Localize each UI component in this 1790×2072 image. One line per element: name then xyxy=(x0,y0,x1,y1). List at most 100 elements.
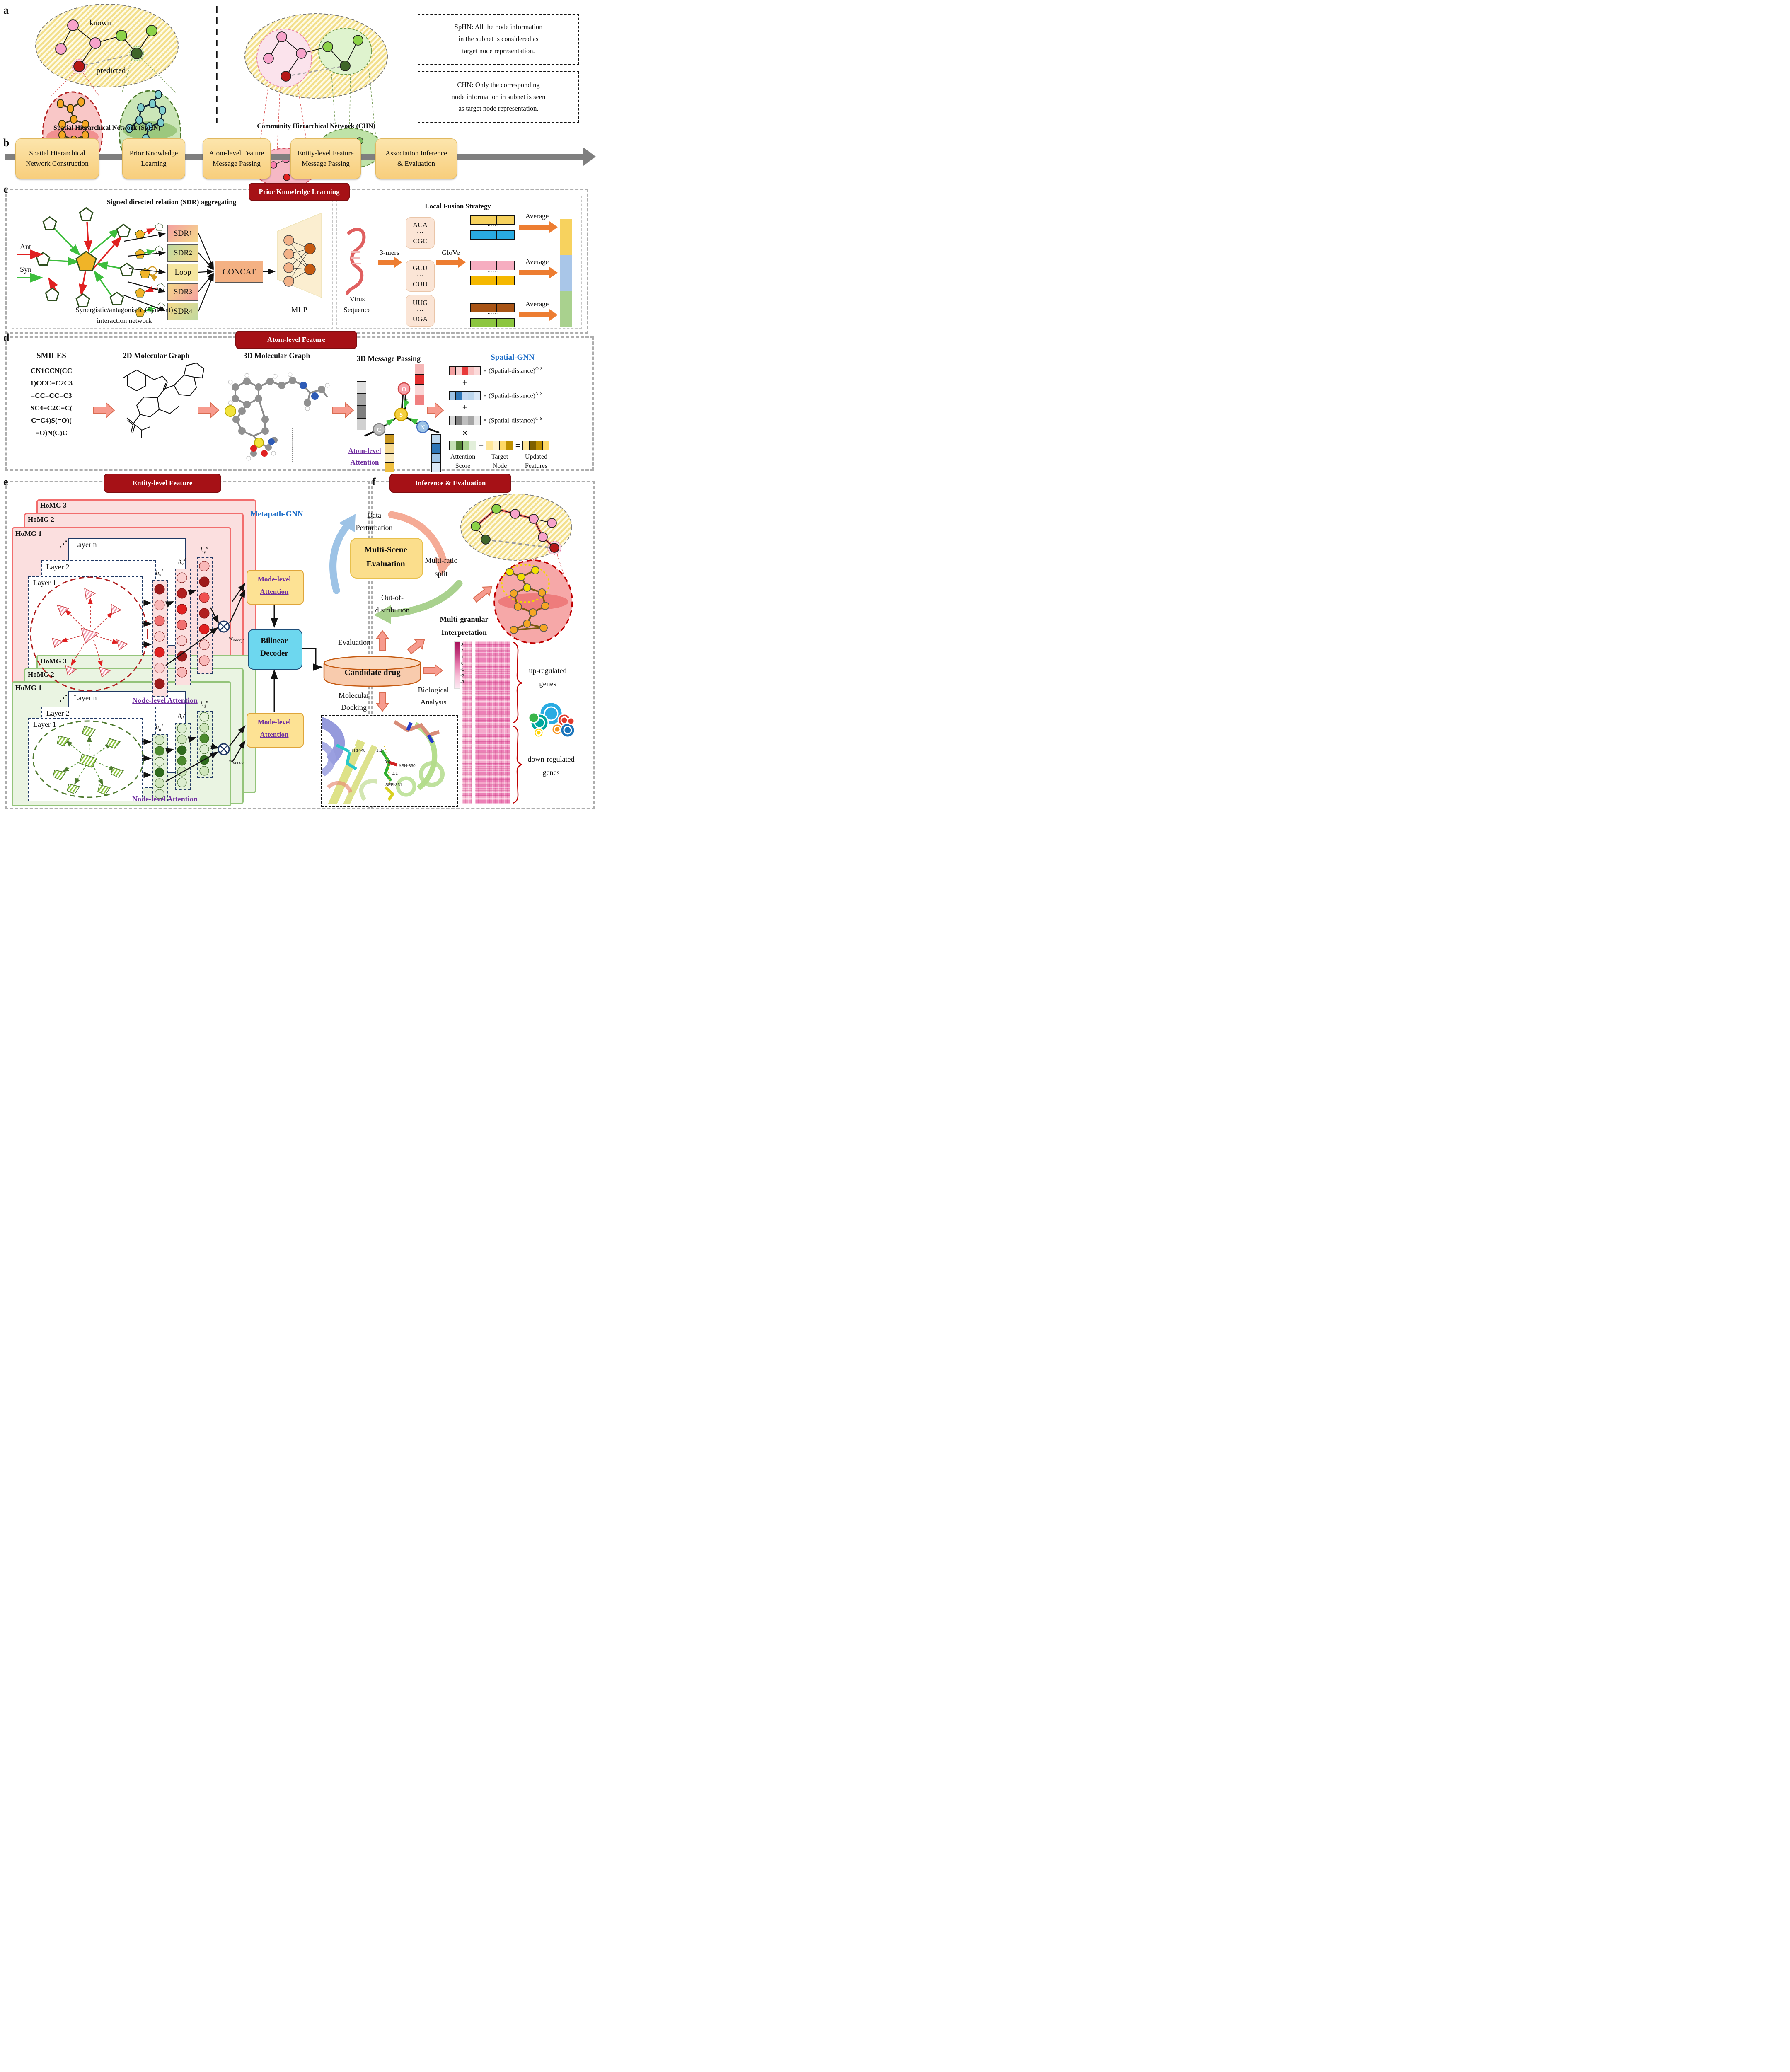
dock-label-36: 3.6 xyxy=(385,760,390,765)
virus-label-2: Sequence xyxy=(343,306,371,314)
graph-2d-title: 2D Molecular Graph xyxy=(123,351,190,360)
s-feature-strip xyxy=(385,434,394,472)
atom-label-c: C xyxy=(377,427,382,433)
syn-ant-caption-2: interaction network xyxy=(97,317,152,324)
graph-3d-title: 3D Molecular Graph xyxy=(243,351,310,360)
dots-1: ⋯ ⋯ xyxy=(487,223,498,228)
kmer-box-1: ACA⋯CGC xyxy=(406,217,435,249)
embedding-strip-pink xyxy=(470,261,515,270)
heatmap-left-column xyxy=(462,641,472,804)
hv2-label: hv2 xyxy=(178,557,186,566)
attention-score-strip xyxy=(449,441,476,450)
plus-3: + xyxy=(478,440,484,450)
go-term-bubbles xyxy=(528,702,576,738)
updated-features-label-2: Features xyxy=(525,462,548,470)
prior-knowledge-banner: Prior Knowledge Learning xyxy=(249,183,350,201)
homg2-label-pink: HoMG 2 xyxy=(28,516,54,523)
sphn-note-box: SpHN: All the node information in the su… xyxy=(418,14,579,65)
up-regulated-label-2: genes xyxy=(539,680,556,688)
molecule-3d xyxy=(225,372,330,461)
smiles-line: C=C4)S(=O)( xyxy=(31,416,72,424)
panel-label-d: d xyxy=(3,332,10,344)
equals-symbol: = xyxy=(515,440,521,450)
atom-label-s: S xyxy=(399,412,403,419)
smiles-title: SMILES xyxy=(36,351,66,360)
wdecay-label-pink: wdecay xyxy=(229,635,244,643)
data-perturbation-label-1: Data xyxy=(367,511,381,519)
loop-box: Loop xyxy=(167,264,198,281)
figure: SpHN: All the node information in the su… xyxy=(0,0,597,810)
scale-tick: -3 xyxy=(460,680,464,685)
chn-note-line: node information in subnet is seen xyxy=(451,92,546,101)
dock-label-31: 3.1 xyxy=(392,771,398,776)
candidate-drug-label: Candidate drug xyxy=(344,668,401,677)
message-passing-diagram: O S C N xyxy=(364,382,440,437)
layer-n-label-green: Layer n xyxy=(74,694,97,702)
homg3-label-green: HoMG 3 xyxy=(40,657,67,665)
foreground-drawings: O S C N xyxy=(17,207,576,804)
times-symbol: × xyxy=(462,428,468,438)
inference-banner: Inference & Evaluation xyxy=(389,474,511,493)
layer-2-label-pink: Layer 2 xyxy=(46,563,70,571)
virus-label-1: Virus xyxy=(349,295,365,303)
cycle-arrows xyxy=(329,511,463,624)
sphn-note-line: SpHN: All the node information xyxy=(454,23,543,31)
scale-tick: -2 xyxy=(460,674,464,678)
spatial-distance-row-2: × (Spatial-distance)N-S xyxy=(483,391,543,399)
spatial-gnn-title: Spatial-GNN xyxy=(491,353,535,362)
molecular-interpretation xyxy=(493,559,573,644)
sphn-note-line: in the subnet is considered as xyxy=(458,35,539,43)
message-passing-title: 3D Message Passing xyxy=(357,354,421,363)
hvn-label: hvn xyxy=(200,545,208,555)
panel-label-c: c xyxy=(3,183,8,195)
kmer-box-2: GCU⋯CUU xyxy=(406,260,435,292)
atom-attention-label-1: Atom-level xyxy=(348,447,381,455)
dots-3: ⋯ ⋯ xyxy=(487,311,498,316)
smiles-line: CN1CCN(CC xyxy=(30,367,73,375)
ood-label-1: Out-of- xyxy=(381,593,404,602)
target-node-label-1: Target xyxy=(491,453,508,460)
panel-label-b: b xyxy=(3,137,10,149)
step-association-inference: Association Inference& Evaluation xyxy=(375,138,457,179)
smiles-line: SC4=C2C=C( xyxy=(30,404,73,412)
average-label-1: Average xyxy=(525,212,549,220)
multi-granular-label-1: Multi-granular xyxy=(440,615,489,623)
chn-note-line: as target node representation. xyxy=(458,104,539,113)
metapath-gnn-title: Metapath-GNN xyxy=(250,510,303,518)
atom-label-n: N xyxy=(421,424,425,431)
panel-d-arrows xyxy=(93,402,444,419)
multi-scene-box xyxy=(350,538,423,579)
hd2-label: hd2 xyxy=(178,711,186,721)
sdr-network xyxy=(17,207,322,317)
wdecay-label-green: wdecay xyxy=(229,758,244,765)
sdr-subpanel xyxy=(12,196,333,329)
heatmap-right-column xyxy=(475,641,510,804)
plus-1: + xyxy=(462,377,468,387)
chn-caption: Community Hierarchical Network (CHN) xyxy=(257,123,375,130)
sphn-caption: Spatial Hierarchical Network (SpHN) xyxy=(53,124,160,131)
dock-label-asn330: ASN-330 xyxy=(399,764,416,768)
smiles-line: 1)CCC=C2C3 xyxy=(30,379,73,387)
scale-tick: 3 xyxy=(461,643,464,647)
atom-label-o: O xyxy=(402,386,406,393)
dots-layers-green: ⋰ xyxy=(59,694,68,703)
docking-render xyxy=(322,717,445,804)
virus-icon xyxy=(346,228,366,295)
three-mers-label: 3-mers xyxy=(380,249,399,257)
down-regulated-label-2: genes xyxy=(542,768,560,777)
smiles-line: =CC=CC=C3 xyxy=(31,392,72,399)
embedding-strip-blue xyxy=(470,230,515,240)
dots-layers-pink: ⋰ xyxy=(59,540,68,549)
embedding-strip-yellow xyxy=(470,215,515,225)
embedding-strip-gold xyxy=(470,276,515,285)
attention-score-label-1: Attention xyxy=(450,453,476,460)
fusion-title: Local Fusion Strategy xyxy=(425,202,491,210)
candidate-drug-cylinder xyxy=(323,656,421,687)
bilinear-label-2: Decoder xyxy=(260,649,288,658)
smiles-line: =O)N(C)C xyxy=(35,429,68,437)
molecule-2d xyxy=(122,362,205,438)
known-label: known xyxy=(90,19,111,27)
